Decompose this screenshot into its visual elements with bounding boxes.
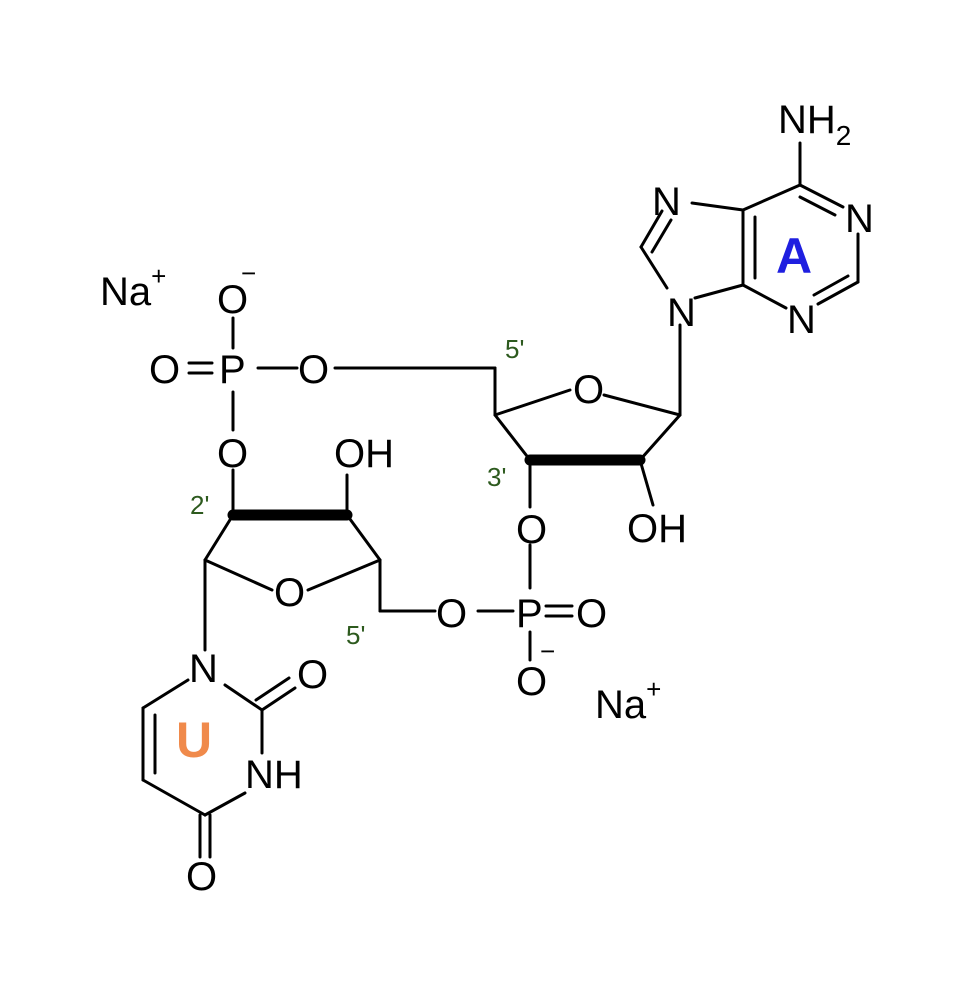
adenine-base-label: A bbox=[776, 228, 812, 284]
oxygen-label: O bbox=[436, 592, 467, 636]
bond bbox=[493, 413, 532, 462]
bond bbox=[650, 218, 673, 254]
bond bbox=[638, 458, 655, 507]
bond bbox=[798, 183, 845, 209]
two-prime-label: 2' bbox=[190, 490, 209, 520]
sodium-ion-label: Na+ bbox=[100, 261, 166, 314]
atom-labels: NH2 N N N N O OH O P O O O − O P O O − O… bbox=[100, 98, 874, 899]
oxygen-label: O bbox=[149, 348, 180, 392]
bond bbox=[141, 678, 190, 710]
n1-label: N bbox=[845, 197, 874, 241]
bond bbox=[798, 195, 837, 217]
n1-label: N bbox=[189, 647, 218, 691]
bond bbox=[260, 686, 297, 712]
carbonyl-oxygen-label: O bbox=[297, 653, 328, 697]
nh-label: NH bbox=[245, 753, 303, 797]
n9-label: N bbox=[667, 291, 696, 335]
oxygen-label: O bbox=[217, 432, 248, 476]
n7-label: N bbox=[652, 180, 681, 224]
bond bbox=[602, 393, 682, 417]
bond bbox=[816, 280, 860, 306]
bond bbox=[638, 413, 682, 462]
carbonyl-oxygen-label: O bbox=[186, 855, 217, 899]
bond bbox=[203, 791, 247, 817]
position-labels: 5' 3' 2' 5' bbox=[190, 334, 524, 650]
sodium-ion-label: Na+ bbox=[595, 674, 661, 727]
bond bbox=[741, 283, 788, 310]
n3-label: N bbox=[787, 298, 816, 342]
bond bbox=[493, 388, 572, 417]
minus-charge: − bbox=[540, 636, 555, 666]
bond bbox=[639, 209, 664, 249]
bond bbox=[306, 558, 382, 592]
bond bbox=[639, 245, 669, 290]
phosphorus-label: P bbox=[516, 592, 543, 636]
base-letters: A U bbox=[176, 228, 812, 768]
bond bbox=[141, 778, 207, 817]
oxygen-label: O bbox=[516, 508, 547, 552]
amine-label: NH2 bbox=[778, 98, 851, 151]
uracil-base-label: U bbox=[176, 712, 212, 768]
minus-charge: − bbox=[241, 258, 256, 288]
ring-oxygen-label: O bbox=[573, 368, 604, 412]
hydroxyl-label: OH bbox=[627, 507, 687, 551]
oxygen-label: O bbox=[576, 592, 607, 636]
bond bbox=[812, 274, 850, 297]
bond bbox=[254, 676, 291, 702]
oxygen-label: O bbox=[298, 348, 329, 392]
oxygen-label: O bbox=[516, 660, 547, 704]
hydroxyl-label: OH bbox=[334, 432, 394, 476]
oxygen-label: O bbox=[217, 278, 248, 322]
ring-oxygen-label: O bbox=[274, 571, 305, 615]
five-prime-label: 5' bbox=[346, 620, 365, 650]
bond bbox=[223, 683, 264, 712]
bonds bbox=[141, 141, 860, 859]
bond bbox=[693, 283, 745, 300]
bond bbox=[690, 201, 745, 212]
three-prime-label: 3' bbox=[487, 462, 506, 492]
bond bbox=[203, 513, 235, 562]
phosphorus-label: P bbox=[219, 348, 246, 392]
five-prime-label: 5' bbox=[505, 334, 524, 364]
bond bbox=[345, 513, 382, 562]
bond bbox=[741, 183, 802, 212]
bond bbox=[203, 558, 274, 592]
